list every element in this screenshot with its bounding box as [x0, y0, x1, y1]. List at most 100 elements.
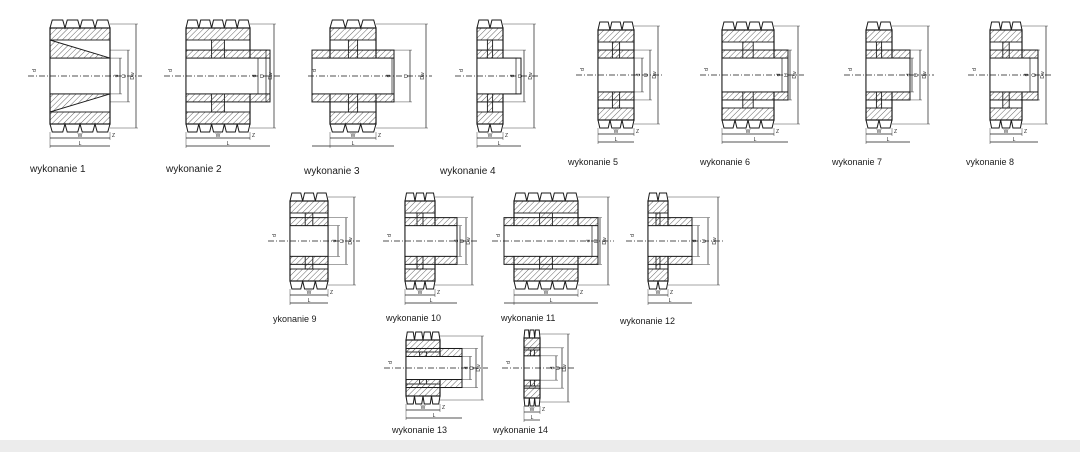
rim-bottom: [329, 111, 377, 125]
dimension-label-l: L: [430, 298, 433, 304]
dimension-label-w: W: [216, 133, 221, 139]
dimension-label: U: [594, 239, 600, 243]
dimension-label: Dw: [652, 71, 658, 79]
dimension-label-z: Z: [437, 290, 440, 296]
dimension-label-d: d: [387, 234, 393, 237]
dimension-label-d: d: [496, 234, 502, 237]
dimension-label-w: W: [307, 290, 312, 296]
groove-teeth-bottom: [865, 119, 893, 129]
dimension-label-w: W: [421, 405, 426, 411]
dimension-label-d: d: [704, 68, 710, 71]
groove-teeth-bottom: [405, 395, 441, 405]
dimension-label-w: W: [746, 129, 751, 135]
rim-top: [721, 29, 775, 43]
dimension-label: Dw: [792, 71, 798, 79]
dimension-label: Dw: [602, 237, 608, 245]
rim-bottom: [185, 111, 251, 125]
dimension-label-d: d: [459, 69, 465, 72]
dimension-label: d: [454, 239, 460, 242]
rim-bottom: [404, 268, 436, 282]
dimension-label-l: L: [615, 137, 618, 143]
rim-bottom: [597, 107, 635, 121]
dimension-label-w: W: [1004, 129, 1009, 135]
groove-teeth-top: [597, 21, 635, 31]
dimension-label: U: [470, 366, 476, 370]
rim-bottom: [865, 107, 893, 121]
dimension-label-l: L: [227, 141, 230, 147]
rim-bottom: [647, 268, 669, 282]
dimension-label: d: [386, 74, 392, 77]
dimension-label-w: W: [544, 290, 549, 296]
dimension-label: Dw: [528, 72, 534, 80]
dimension-label-z: Z: [330, 290, 333, 296]
dimension-label: U: [914, 73, 920, 77]
rim-top: [404, 200, 436, 214]
dimension-label: U: [460, 239, 466, 243]
dimension-label: U: [784, 73, 790, 77]
dimension-label: d: [332, 239, 338, 242]
dimension-label-l: L: [498, 141, 501, 147]
dimension-label-l: L: [352, 141, 355, 147]
dimension-label: Dw: [476, 364, 482, 372]
groove-teeth-top: [185, 19, 251, 29]
groove-teeth-top: [404, 192, 436, 202]
footer-strip: [0, 440, 1080, 452]
dimension-label-d: d: [388, 361, 394, 364]
caption-variant-12: wykonanie 12: [620, 316, 676, 326]
caption-variant-8: vykonanie 8: [966, 157, 1015, 167]
rim-bottom: [989, 107, 1023, 121]
dimension-label-w: W: [418, 290, 423, 296]
rim-top: [647, 200, 669, 214]
dimension-label-l: L: [669, 298, 672, 304]
dimension-label-l: L: [308, 298, 311, 304]
groove-teeth-bottom: [49, 122, 111, 133]
dimension-label-w: W: [530, 407, 535, 413]
caption-variant-11: wykonanie 11: [501, 313, 556, 323]
groove-teeth-bottom: [989, 119, 1023, 129]
caption-variant-2: wykonanie 2: [166, 164, 222, 175]
dimension-label-d: d: [630, 234, 636, 237]
dimension-label-d: d: [972, 68, 978, 71]
groove-teeth-top: [476, 19, 504, 29]
dimension-label-z: Z: [776, 129, 779, 135]
groove-teeth-top: [49, 19, 111, 30]
caption-variant-1: wykonanie 1: [30, 164, 86, 175]
dimension-label-z: Z: [580, 290, 583, 296]
groove-teeth-top: [989, 21, 1023, 31]
dimension-label: Dw: [268, 72, 274, 80]
dimension-label: Dw: [420, 72, 426, 80]
dimension-label: U: [1032, 73, 1038, 77]
dimension-label-z: Z: [505, 133, 508, 139]
caption-variant-5: wykonanie 5: [568, 157, 619, 167]
dimension-label-z: Z: [112, 133, 115, 139]
dimension-label: Dw: [562, 364, 568, 372]
dimension-label: d: [692, 239, 698, 242]
rim-top: [989, 29, 1023, 43]
dimension-label-z: Z: [670, 290, 673, 296]
dimension-label-w: W: [351, 133, 356, 139]
dimension-label-z: Z: [1024, 129, 1027, 135]
rim-bottom: [49, 111, 111, 125]
dimension-label-l: L: [79, 141, 82, 147]
dimension-label-d: d: [168, 69, 174, 72]
groove-teeth-bottom: [185, 123, 251, 133]
dimension-label-w: W: [877, 129, 882, 135]
dimension-label-l: L: [1013, 137, 1016, 143]
rim-bottom: [513, 268, 579, 282]
rim-top: [865, 29, 893, 43]
groove-teeth-bottom: [404, 280, 436, 290]
caption-variant-4: wykonanie 4: [440, 166, 496, 177]
caption-variant-14: wykonanie 14: [493, 425, 549, 435]
dimension-label: d: [510, 74, 516, 77]
caption-variant-6: wykonanie 6: [700, 157, 751, 167]
dimension-label-l: L: [754, 137, 757, 143]
